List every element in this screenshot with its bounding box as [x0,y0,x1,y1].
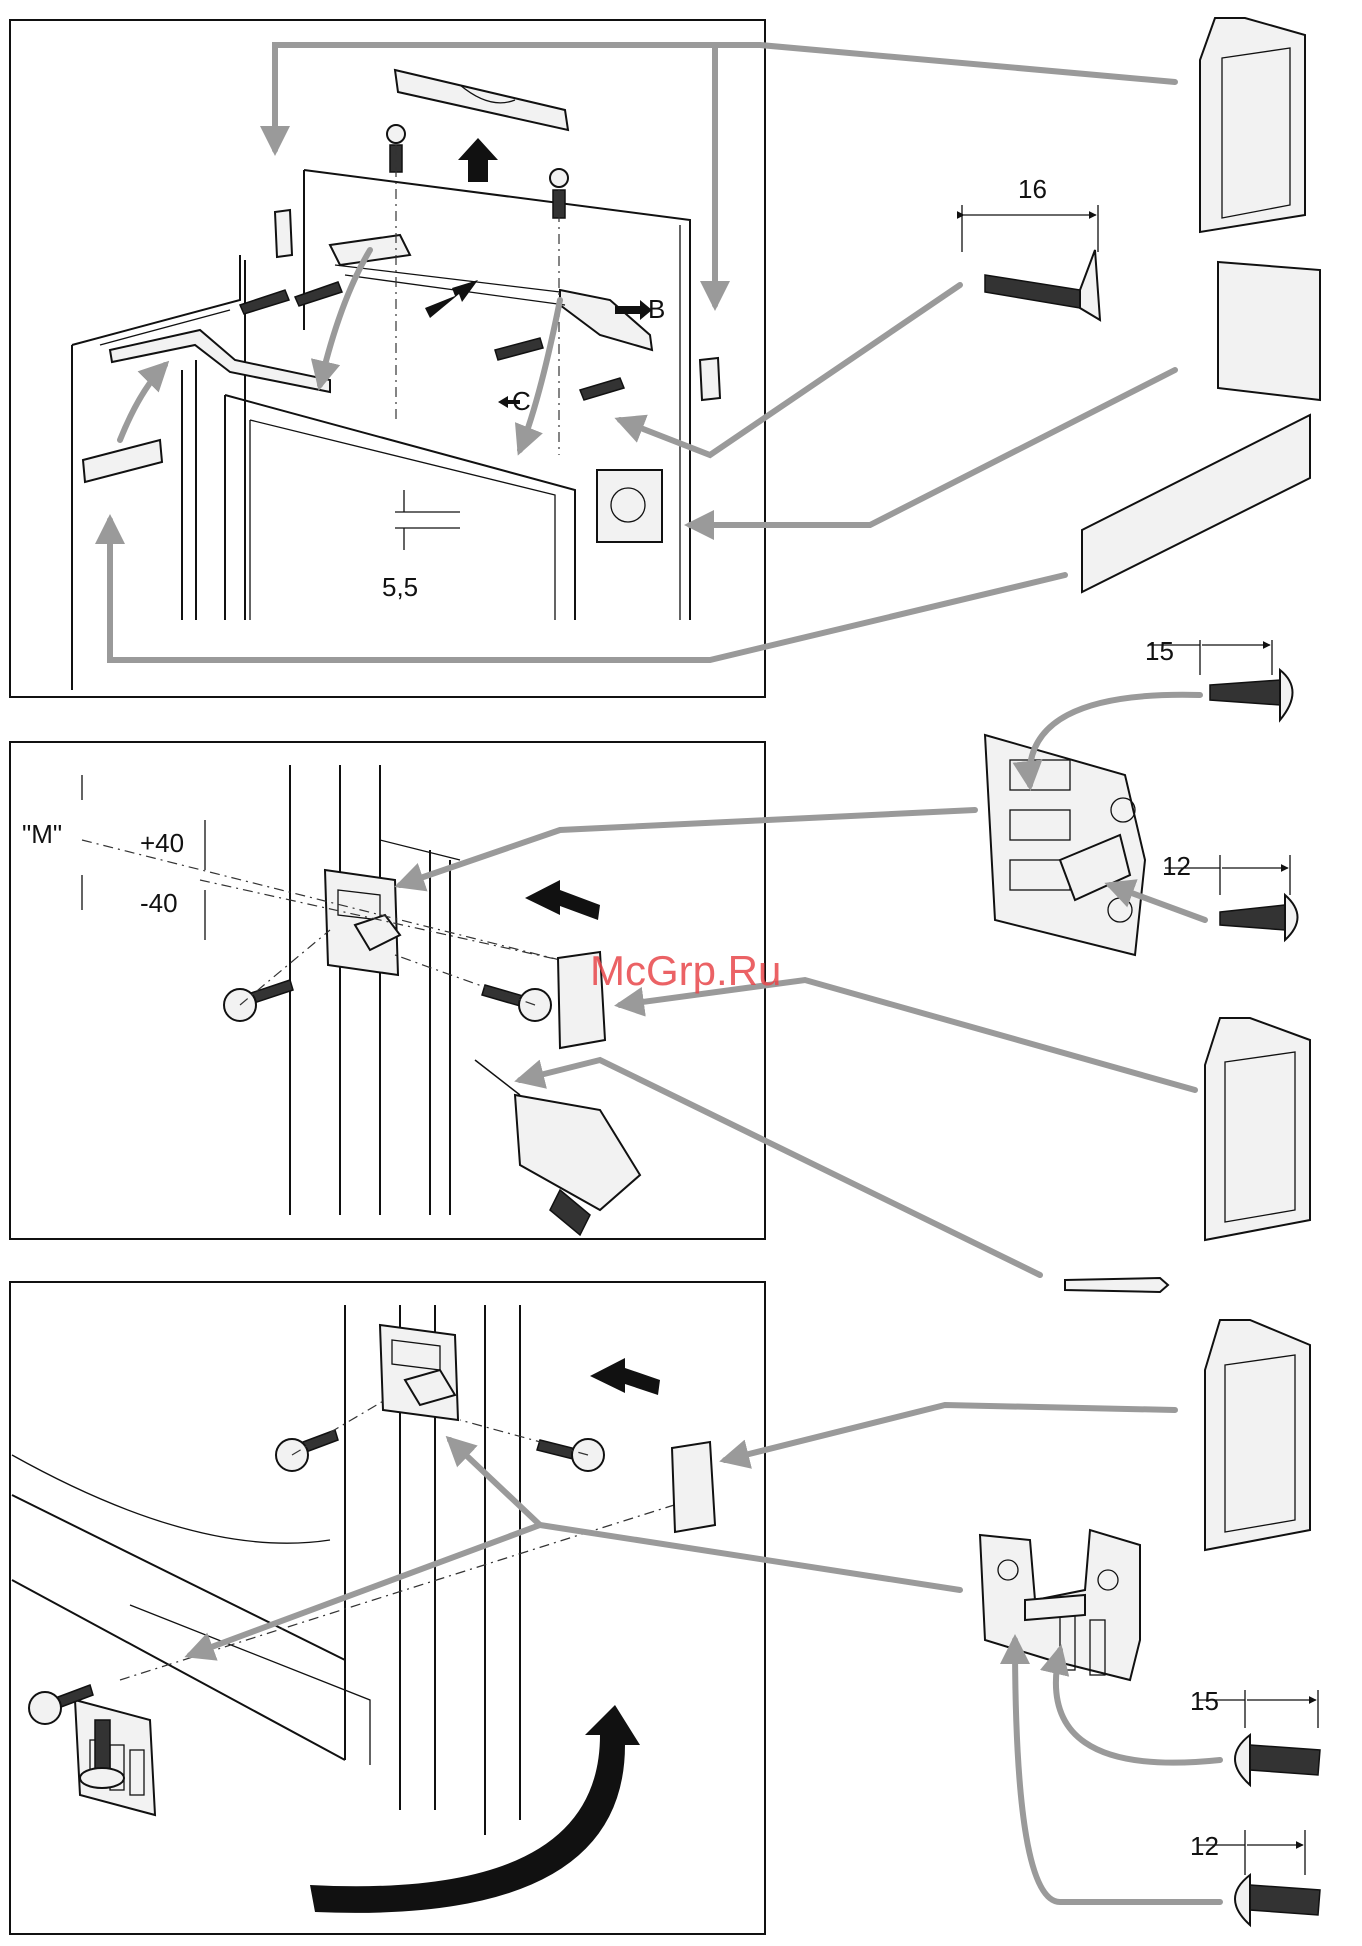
mounting-bracket-bottom-top [380,1325,458,1420]
dim-plus40-text: +40 [140,828,184,858]
dimension-12-mid: 12 [1162,851,1290,895]
parts-right-top: 16 [962,18,1320,592]
mounting-bracket-bottom-left [75,1700,155,1815]
screw-16: 16 [962,174,1100,320]
dimension-12-bottom: 12 [1190,1830,1305,1875]
dim-15-top-text: 15 [1145,636,1174,666]
mounting-bracket-installed [325,870,400,975]
dim-15-bottom-text: 15 [1190,1686,1219,1716]
screw-15-top [1210,680,1280,705]
square-pad [1218,262,1320,400]
hinge-cover-cap [395,70,568,130]
dimension-15-top: 15 [1145,636,1272,675]
bottom-strip-installed [83,440,162,482]
cover-part-2 [1205,1018,1310,1240]
screws-top [240,125,624,400]
left-arrow-bottom [590,1358,660,1395]
long-strip [1082,415,1310,592]
dimension-5-5: 5,5 [382,490,460,602]
mounting-bracket-part [985,735,1145,955]
left-end-cap [275,210,292,257]
screw-vertical-bottom [95,1720,110,1770]
hammer [475,1060,640,1235]
dim-12-bottom-text: 12 [1190,1831,1219,1861]
door-panel [245,170,690,620]
rotate-arrow [310,1705,640,1913]
screw-12-mid [1220,905,1285,930]
dim-minus40-text: -40 [140,888,178,918]
watermark: McGrp.Ru [590,947,781,994]
dim-5-5-text: 5,5 [382,572,418,602]
screw-15-bottom [1250,1745,1320,1775]
cover-cap-bottom [672,1442,715,1532]
dim-16-text: 16 [1018,174,1047,204]
label-m: "M" [22,819,62,849]
cover-part-1 [1200,18,1305,232]
guide-arrows-top [110,45,1175,660]
parts-right-middle: 15 12 [985,636,1310,1292]
left-arrow-mid [525,880,600,920]
panel-bottom [10,1282,765,1934]
label-c: C [512,386,531,416]
spacer-pad [597,470,662,542]
dimension-15-bottom: 15 [1190,1686,1318,1728]
right-end-cap [700,358,720,400]
nail [1065,1278,1168,1292]
up-arrow [458,138,498,182]
screw-12-bottom [1250,1885,1320,1915]
label-b: B [648,294,665,324]
dim-12-mid-text: 12 [1162,851,1191,881]
panel-top: B C 5,5 [10,20,765,697]
push-arrow [425,280,478,318]
